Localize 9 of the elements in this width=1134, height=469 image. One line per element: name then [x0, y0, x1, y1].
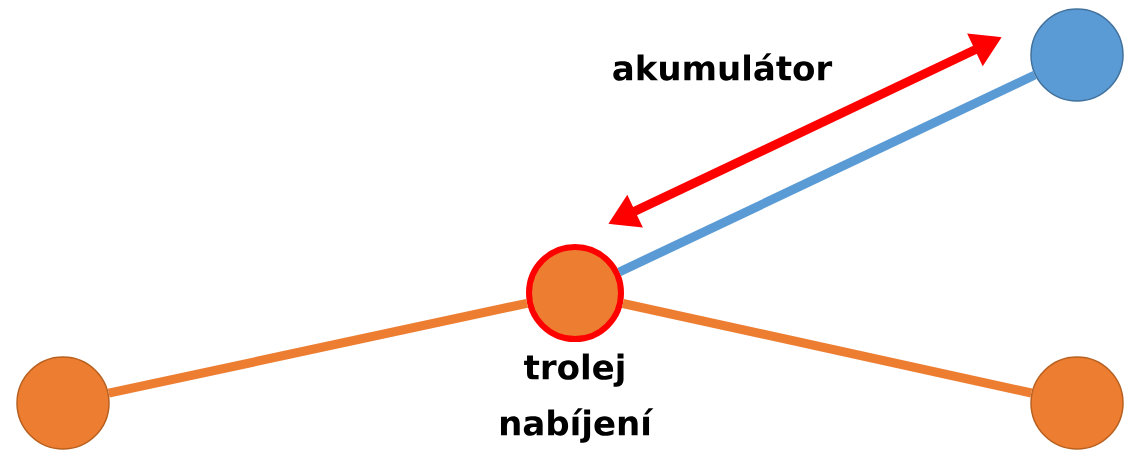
connector-line: [617, 70, 1037, 277]
circle-node: [526, 244, 624, 342]
connector-line: [621, 299, 1033, 398]
circle-node: [1030, 8, 1124, 102]
circle-node: [16, 356, 110, 450]
node-caption: trolej nabíjení: [501, 353, 654, 443]
circle-node: [1030, 356, 1124, 450]
connector-line: [107, 298, 529, 398]
arrow-label: akumulátor: [613, 53, 833, 81]
